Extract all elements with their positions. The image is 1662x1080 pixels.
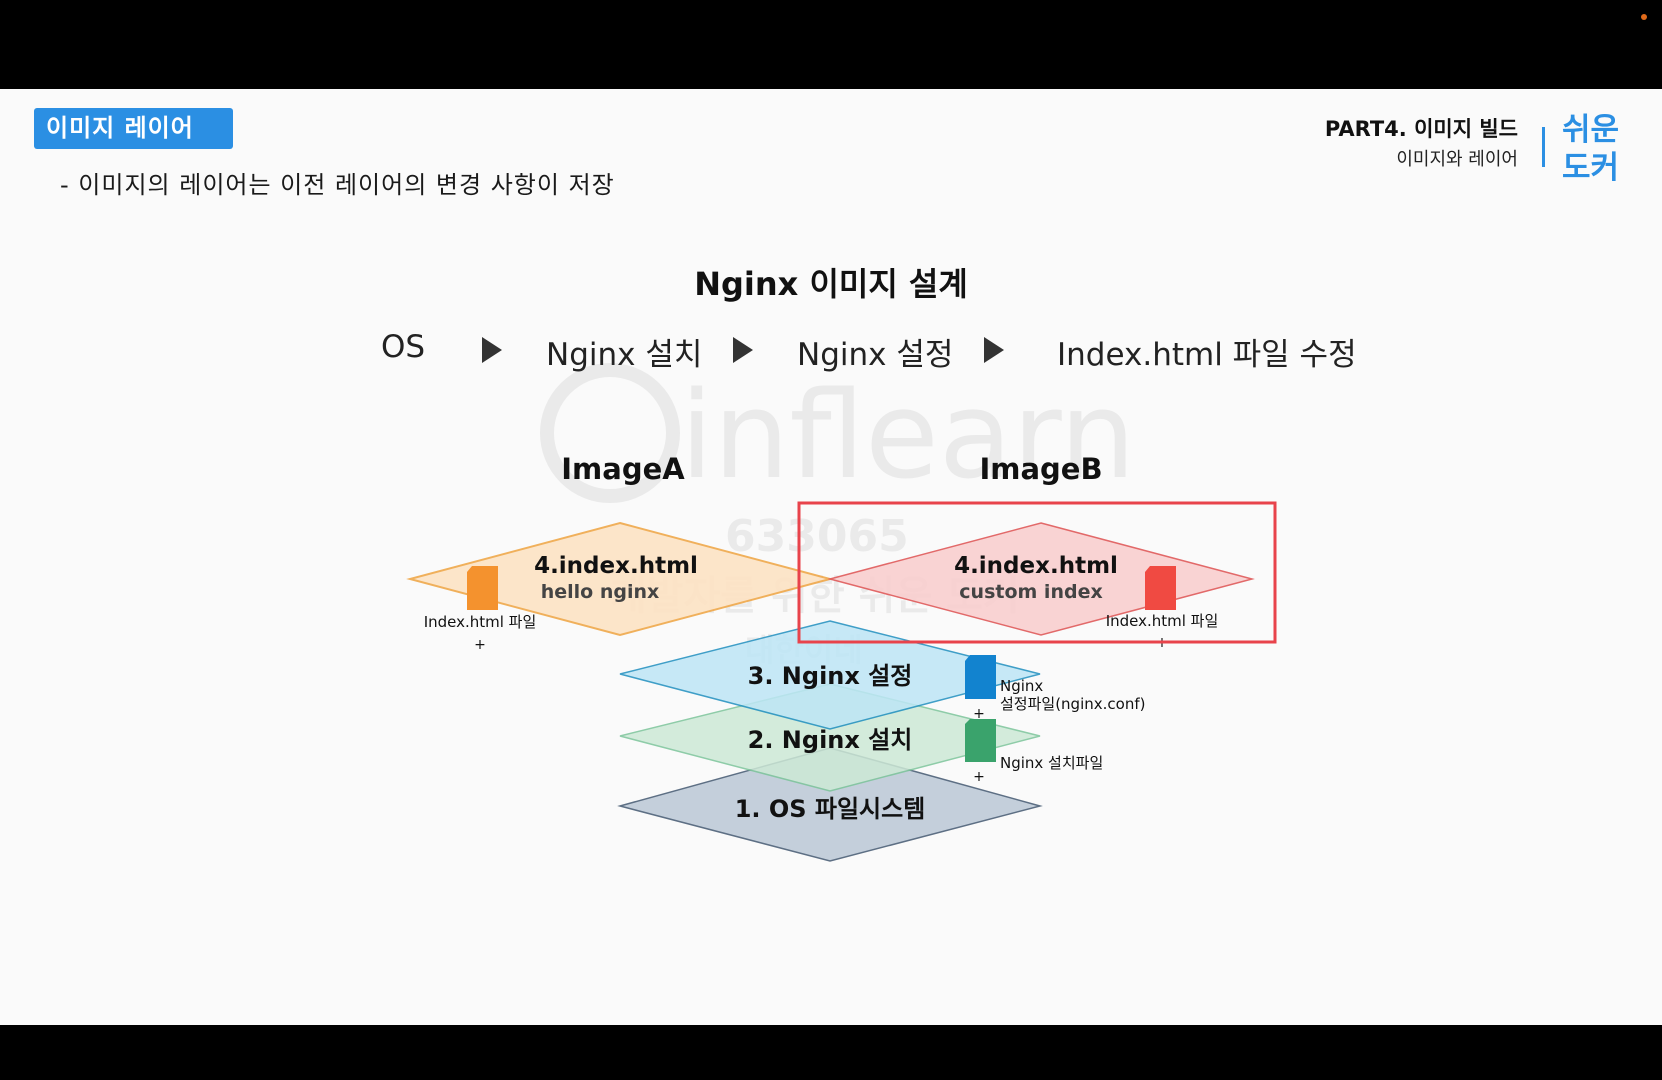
flow-step-index-edit: Index.html 파일 수정 xyxy=(1057,337,1357,373)
layer-4a-subtitle: hello nginx xyxy=(541,581,660,603)
index-file-a-icon xyxy=(467,566,498,610)
nginx-config-file-icon xyxy=(965,655,996,699)
part-title: PART4. 이미지 빌드 xyxy=(1324,117,1518,141)
flow-step-os: OS xyxy=(381,329,426,365)
layer-2-file-label: Nginx 설치파일 xyxy=(1000,754,1103,772)
flow-arrow-icon xyxy=(984,337,1004,363)
index-file-b-icon xyxy=(1145,566,1176,610)
layer-4a-plus: + xyxy=(474,637,486,653)
layer-3-file-label-2: 설정파일(nginx.conf) xyxy=(1000,695,1145,713)
section-tag: 이미지 레이어 xyxy=(34,108,233,149)
watermark-brand: inflearn xyxy=(680,367,1136,506)
build-flow: OS Nginx 설치 Nginx 설정 Index.html 파일 수정 xyxy=(0,329,1662,373)
layer-3-plus: + xyxy=(973,706,985,722)
layer-3-title: 3. Nginx 설정 xyxy=(748,662,913,690)
header-divider xyxy=(1542,127,1545,167)
logo-line-1: 쉬운 xyxy=(1562,112,1620,148)
layer-diagram: inflearn 633065 개발자를 위한 쉬운 도커 대한이네 Image… xyxy=(406,363,1277,862)
image-b-highlight-box xyxy=(797,501,1277,644)
layer-2-title: 2. Nginx 설치 xyxy=(748,726,913,754)
layer-4-image-a-shape xyxy=(406,521,834,637)
watermark-code: 633065 xyxy=(725,511,909,562)
logo-line-2: 도커 xyxy=(1562,150,1620,186)
image-a-label: ImageA xyxy=(561,452,685,486)
slide-subtitle: - 이미지의 레이어는 이전 레이어의 변경 사항이 저장 xyxy=(60,171,615,199)
diagram-title: Nginx 이미지 설계 xyxy=(694,265,968,303)
image-b-label: ImageB xyxy=(979,452,1102,486)
layer-1-os-shape xyxy=(617,747,1043,862)
layer-4a-file-label: Index.html 파일 xyxy=(424,613,537,631)
layer-3-file-label-1: Nginx xyxy=(1000,677,1043,695)
flow-step-nginx-install: Nginx 설치 xyxy=(546,337,703,373)
layer-2-nginx-install-shape xyxy=(619,683,1041,792)
layer-4b-title: 4.index.html xyxy=(954,553,1118,579)
layer-4b-subtitle: custom index xyxy=(959,581,1102,603)
recording-indicator xyxy=(1641,14,1647,20)
layer-1-title: 1. OS 파일시스템 xyxy=(735,795,926,823)
flow-arrow-icon xyxy=(482,337,502,363)
flow-step-nginx-config: Nginx 설정 xyxy=(797,337,954,373)
watermark-logo-icon xyxy=(540,363,680,503)
layer-2-plus: + xyxy=(973,769,985,785)
slide: 이미지 레이어 - 이미지의 레이어는 이전 레이어의 변경 사항이 저장 PA… xyxy=(0,89,1662,1025)
nginx-install-file-icon xyxy=(965,719,996,762)
layer-4b-file-label: Index.html 파일 xyxy=(1106,612,1219,630)
layer-4a-title: 4.index.html xyxy=(534,553,698,579)
part-subtitle: 이미지와 레이어 xyxy=(1396,149,1518,170)
flow-arrow-icon xyxy=(733,337,753,363)
brand-logo: 쉬운 도커 xyxy=(1562,111,1632,187)
